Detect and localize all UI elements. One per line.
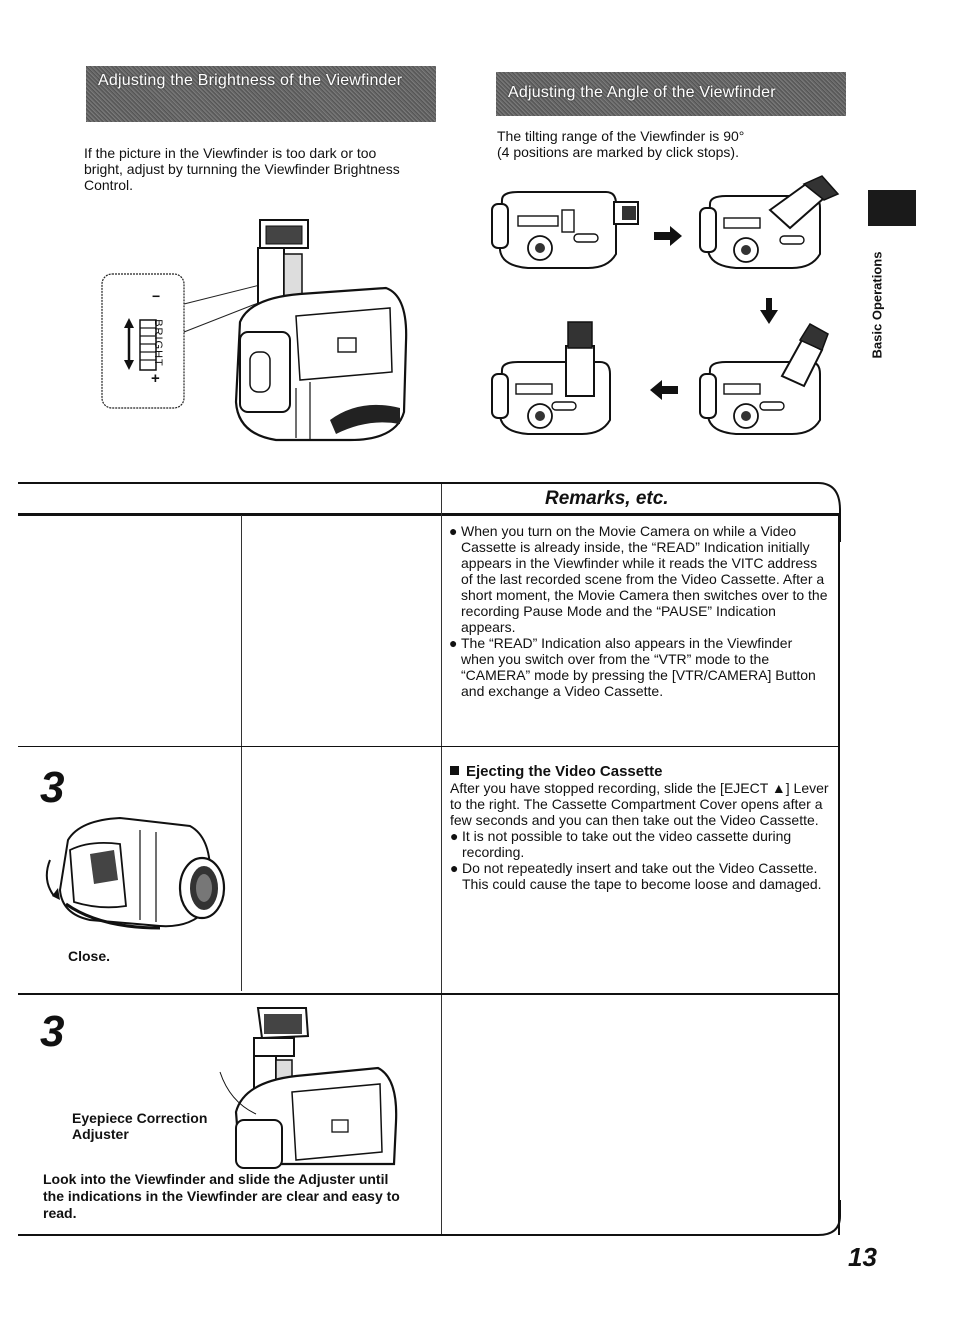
step-3-eyepiece-number: 3 xyxy=(40,1007,65,1056)
eject-heading-square-icon xyxy=(450,766,459,775)
table-divider-left xyxy=(241,515,242,991)
remarks-bullet-2: ●The “READ” Indication also appears in t… xyxy=(449,635,816,699)
table-divider-main xyxy=(441,484,442,1234)
brightness-heading-text: Adjusting the Brightness of the Viewfind… xyxy=(98,72,403,89)
table-corner-curve xyxy=(817,482,841,542)
eyepiece-adjuster-label-line2: Adjuster xyxy=(72,1126,129,1142)
angle-diagram xyxy=(491,175,840,435)
side-tab-label-box: Basic Operations xyxy=(866,240,888,370)
angle-text-line1: The tilting range of the Viewfinder is 9… xyxy=(497,128,745,144)
brightness-camera-illustration xyxy=(101,219,408,442)
angle-heading: Adjusting the Angle of the Viewfinder xyxy=(496,72,846,116)
angle-text-line2: (4 positions are marked by click stops). xyxy=(497,144,739,160)
table-row-rule-1 xyxy=(18,746,840,747)
remarks-list: ●When you turn on the Movie Camera on wh… xyxy=(449,523,829,699)
angle-text: The tilting range of the Viewfinder is 9… xyxy=(497,128,827,160)
table-top-rule xyxy=(18,482,818,484)
table-bottom-rule xyxy=(18,1234,818,1236)
eject-bullet-2: ●Do not repeatedly insert and take out t… xyxy=(450,860,822,892)
bright-plus-label: + xyxy=(151,370,160,387)
eject-bullet-1: ●It is not possible to take out the vide… xyxy=(450,828,792,860)
step-3-close-caption: Close. xyxy=(68,948,111,964)
camera-position-3 xyxy=(699,322,829,435)
eyepiece-instruction: Look into the Viewfinder and slide the A… xyxy=(43,1171,400,1221)
camera-position-1 xyxy=(491,191,639,269)
table-bottom-corner-curve xyxy=(817,1200,841,1236)
table-right-edge xyxy=(838,515,840,1235)
cassette-close-illustration xyxy=(45,816,226,930)
bright-control-label-box: BRIGHT xyxy=(145,316,171,370)
table-header-rule xyxy=(18,513,840,516)
section-tab-marker xyxy=(868,190,916,226)
eject-heading: Ejecting the Video Cassette xyxy=(450,763,830,780)
step-3-close-number: 3 xyxy=(40,763,65,812)
eyepiece-adjuster-label: Eyepiece Correction Adjuster xyxy=(72,1110,207,1142)
angle-heading-text: Adjusting the Angle of the Viewfinder xyxy=(508,84,776,101)
page-number: 13 xyxy=(848,1242,877,1272)
arrow-down xyxy=(760,298,778,324)
table-row-rule-2 xyxy=(18,993,840,995)
eject-section: Ejecting the Video Cassette After you ha… xyxy=(450,763,830,892)
brightness-heading: Adjusting the Brightness of the Viewfind… xyxy=(86,66,436,122)
eyepiece-camera-illustration xyxy=(219,1007,398,1169)
brightness-text: If the picture in the Viewfinder is too … xyxy=(84,145,400,193)
eject-text: After you have stopped recording, slide … xyxy=(450,780,829,828)
eyepiece-adjuster-label-line1: Eyepiece Correction xyxy=(72,1110,208,1126)
bright-minus-label: − xyxy=(152,288,161,304)
remarks-title: Remarks, etc. xyxy=(545,488,669,509)
side-tab-label: Basic Operations xyxy=(869,251,885,359)
arrow-right xyxy=(654,226,682,246)
arrow-left xyxy=(650,380,678,400)
camera-position-2 xyxy=(699,175,840,269)
remarks-bullet-1: ●When you turn on the Movie Camera on wh… xyxy=(449,523,828,635)
camera-position-4 xyxy=(491,321,611,435)
bright-control-label: BRIGHT xyxy=(152,319,164,367)
